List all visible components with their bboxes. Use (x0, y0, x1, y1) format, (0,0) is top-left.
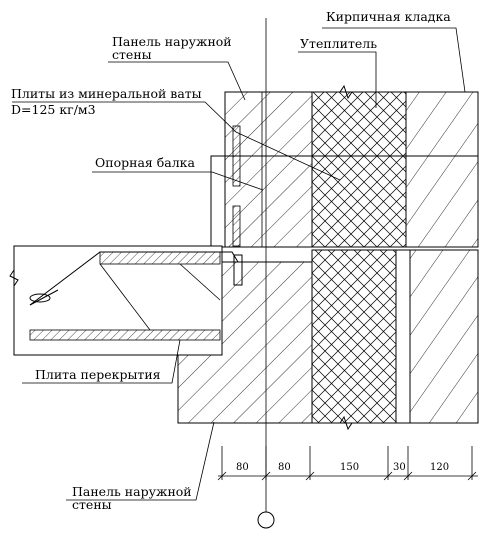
label-outer-panel-bottom-2: стены (72, 497, 112, 512)
label-floor-slab: Плита перекрытия (35, 367, 161, 382)
dimension-3: 150 (340, 462, 359, 473)
label-brick-masonry: Кирпичная кладка (326, 9, 451, 24)
leader-lines (12, 27, 466, 501)
label-outer-panel-top-1: Панель наружной (112, 34, 232, 49)
dimension-1: 80 (236, 462, 249, 473)
dimension-5: 120 (430, 462, 449, 473)
dimension-2: 80 (278, 462, 291, 473)
label-outer-panel-bottom-1: Панель наружной (72, 484, 192, 499)
label-wool-plates-2: D=125 кг/м3 (11, 102, 96, 117)
air-gap (395, 249, 411, 424)
break-mark-bottom (178, 415, 478, 431)
lower-insulation (311, 249, 397, 424)
label-support-beam: Опорная балка (95, 155, 195, 170)
label-wool-plates-1: Плиты из минеральной ваты (11, 86, 202, 101)
dimension-4: 30 (393, 462, 406, 473)
label-outer-panel-top-2: стены (112, 47, 152, 62)
dimension-line (217, 446, 478, 481)
break-mark-top (225, 84, 478, 100)
upper-brick-masonry (405, 91, 479, 248)
axis-marker (257, 511, 275, 529)
upper-insulation (311, 91, 407, 248)
floor-slab (9, 245, 258, 356)
lower-brick-masonry (409, 249, 479, 424)
label-insulation: Утеплитель (300, 36, 377, 51)
